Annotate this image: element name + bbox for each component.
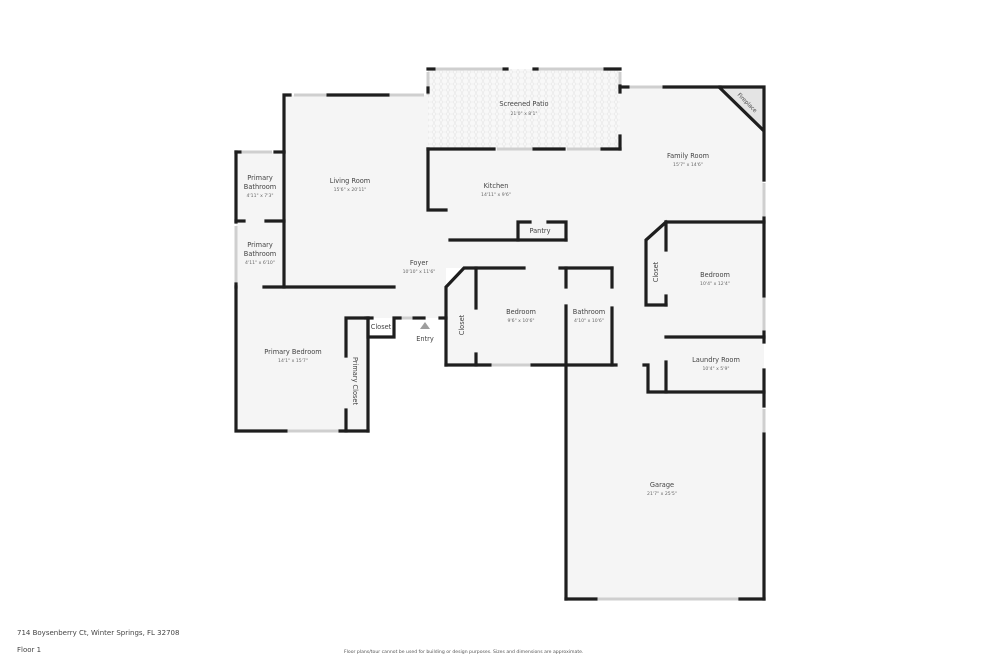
label-bathroom: Bathroom: [573, 308, 605, 316]
label-primary-bathroom-1a: Primary: [247, 174, 273, 182]
floor-areas: [236, 69, 764, 599]
dim-laundry-room: 10'4" x 5'9": [702, 366, 729, 372]
dim-bathroom: 4'10" x 10'6": [574, 318, 604, 324]
room-labels: Screened Patio 21'0" x 8'1" Family Room …: [244, 92, 758, 497]
property-address: 714 Boysenberry Ct, Winter Springs, FL 3…: [17, 629, 180, 637]
dim-living-room: 15'6" x 20'11": [334, 187, 367, 193]
label-primary-closet: Primary Closet: [351, 357, 359, 406]
label-kitchen: Kitchen: [484, 182, 509, 190]
label-family-room: Family Room: [667, 152, 709, 160]
dim-kitchen: 14'11" x 9'6": [481, 192, 511, 198]
label-primary-bathroom-2b: Bathroom: [244, 250, 276, 258]
label-bedroom-2: Bedroom: [700, 271, 730, 279]
entry-arrow-icon: [420, 322, 430, 329]
label-living-room: Living Room: [330, 177, 370, 185]
label-laundry-room: Laundry Room: [692, 356, 740, 364]
label-closet-bedroom-2: Closet: [652, 261, 660, 282]
label-screened-patio: Screened Patio: [499, 100, 548, 108]
dim-screened-patio: 21'0" x 8'1": [510, 111, 537, 117]
floor-label: Floor 1: [17, 646, 42, 654]
windows: [234, 67, 766, 601]
walls: [234, 67, 766, 601]
dim-family-room: 15'7" x 14'6": [673, 162, 703, 168]
dim-primary-bedroom: 14'1" x 15'7": [278, 358, 308, 364]
label-closet-bedroom-1: Closet: [458, 314, 466, 335]
label-bedroom-1: Bedroom: [506, 308, 536, 316]
label-entry: Entry: [416, 335, 434, 343]
dim-foyer: 10'10" x 11'6": [403, 269, 436, 275]
patio-floor: [428, 69, 620, 149]
dim-primary-bathroom-2: 4'11" x 6'10": [245, 260, 275, 266]
label-closet-entry: Closet: [371, 323, 392, 331]
label-primary-bedroom: Primary Bedroom: [264, 348, 321, 356]
dim-bedroom-2: 10'4" x 12'4": [700, 281, 730, 287]
dim-primary-bathroom-1: 4'11" x 7'3": [246, 193, 273, 199]
label-pantry: Pantry: [529, 227, 550, 235]
label-primary-bathroom-1b: Bathroom: [244, 183, 276, 191]
label-foyer: Foyer: [410, 259, 429, 267]
label-primary-bathroom-2a: Primary: [247, 241, 273, 249]
dim-garage: 21'7" x 25'5": [647, 491, 677, 497]
disclaimer: Floor plans/tour cannot be used for buil…: [344, 650, 584, 655]
dim-bedroom-1: 9'6" x 10'6": [507, 318, 534, 324]
label-garage: Garage: [650, 481, 674, 489]
